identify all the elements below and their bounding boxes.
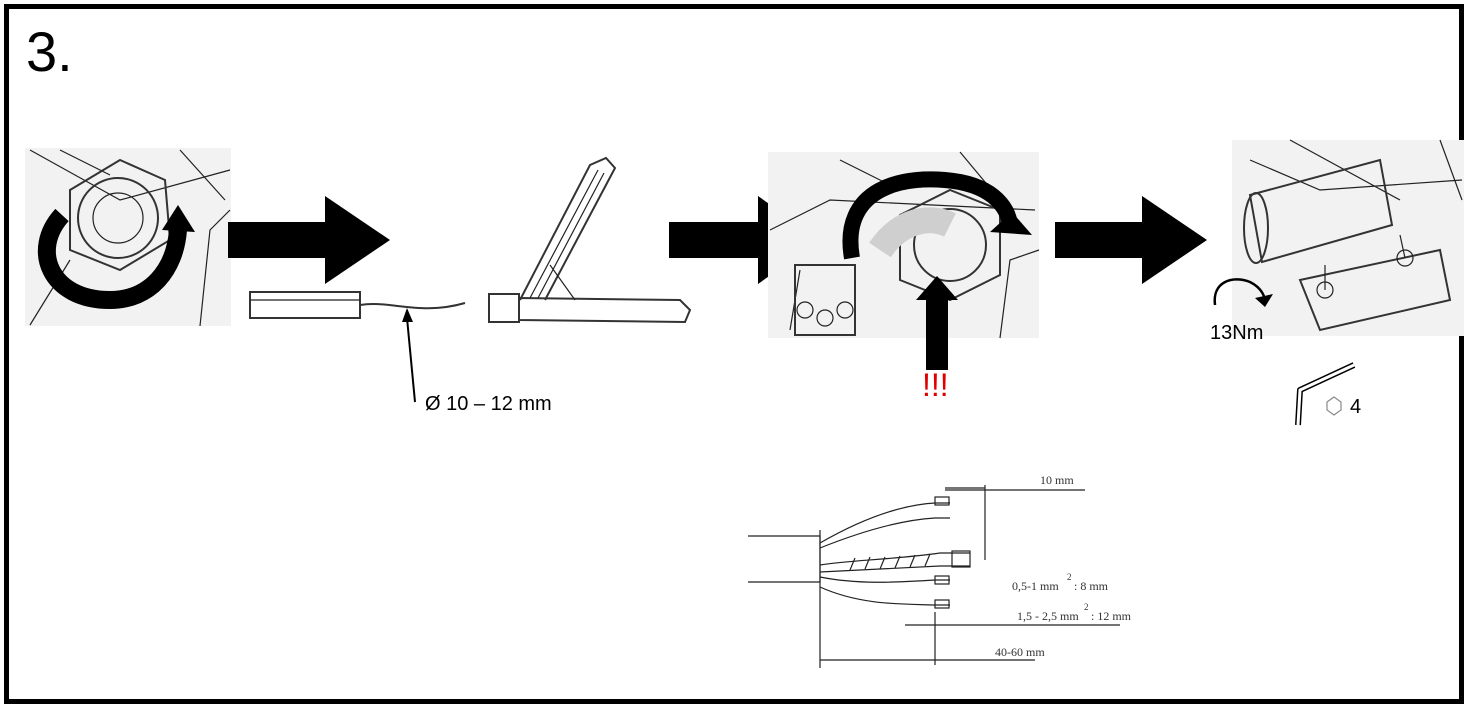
dim-squared-2: 2 xyxy=(1084,602,1089,612)
dim-large-section: 1,5 - 2,5 mm xyxy=(1017,609,1079,623)
hex-size-label: 4 xyxy=(1350,396,1362,418)
instruction-frame xyxy=(4,4,1464,704)
torque-rotate-icon xyxy=(1213,278,1273,307)
torque-label: 13Nm xyxy=(1210,322,1264,344)
gland-unscrew-illustration xyxy=(25,148,231,327)
step-number: 3. xyxy=(26,20,73,83)
cable-diameter-label: Ø 10 – 12 mm xyxy=(425,393,552,415)
arrow-right-1 xyxy=(228,196,390,284)
cover-close-illustration xyxy=(1232,139,1464,336)
dim-strip-length: 10 mm xyxy=(1040,473,1074,487)
dim-squared-1: 2 xyxy=(1067,572,1072,582)
crimp-tool-illustration xyxy=(488,156,692,324)
gland-tighten-illustration xyxy=(768,151,1040,370)
dim-small-length: : 8 mm xyxy=(1074,579,1109,593)
dim-sheath-strip: 40-60 mm xyxy=(995,645,1045,659)
wire-strip-dimension-drawing: 10 mm 0,5-1 mm 2 : 8 mm 1,5 - 2,5 mm 2 :… xyxy=(748,473,1132,668)
cable-strip-illustration xyxy=(249,291,466,403)
dim-small-section: 0,5-1 mm xyxy=(1012,579,1059,593)
warning-label: !!! xyxy=(922,367,949,403)
dim-large-length: : 12 mm xyxy=(1091,609,1132,623)
hex-key-icon xyxy=(1295,362,1356,426)
arrow-right-3 xyxy=(1055,196,1207,284)
